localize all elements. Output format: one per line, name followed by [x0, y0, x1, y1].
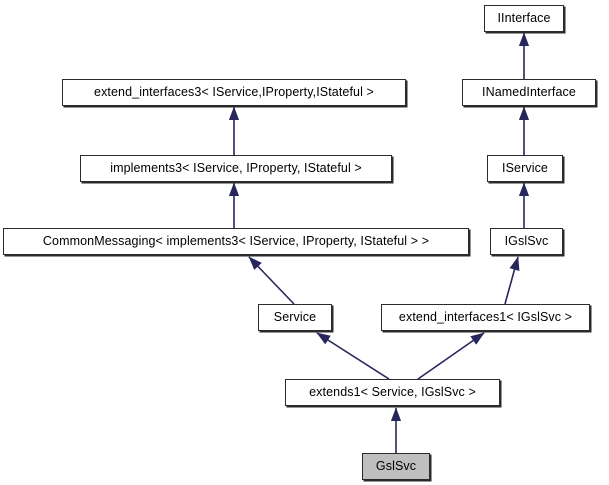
class-node-label: extend_interfaces3< IService,IProperty,I… [94, 85, 374, 100]
class-node-label: implements3< IService, IProperty, IState… [110, 161, 362, 176]
class-node-implements3[interactable]: implements3< IService, IProperty, IState… [80, 155, 392, 182]
class-node-label: IGslSvc [504, 234, 549, 249]
class-node-label: Service [273, 310, 317, 325]
class-node-label: CommonMessaging< implements3< IService, … [42, 234, 430, 249]
class-node-inamedinterface[interactable]: INamedInterface [462, 79, 596, 106]
class-node-label: GslSvc [375, 459, 417, 474]
class-node-label: IInterface [497, 11, 551, 26]
class-node-label: extend_interfaces1< IGslSvc > [398, 310, 573, 325]
inheritance-arrow-extends1-to-extend_interfaces1 [417, 332, 485, 380]
inheritance-arrow-extends1-to-service [316, 332, 390, 380]
class-node-iinterface[interactable]: IInterface [484, 5, 564, 32]
class-node-commonmessaging[interactable]: CommonMessaging< implements3< IService, … [3, 228, 469, 255]
class-node-extends1[interactable]: extends1< Service, IGslSvc > [285, 379, 500, 406]
class-node-iservice[interactable]: IService [487, 155, 563, 182]
class-node-label: IService [502, 161, 548, 176]
class-node-service[interactable]: Service [258, 304, 332, 331]
class-node-label: extends1< Service, IGslSvc > [309, 385, 476, 400]
class-node-igslsvc[interactable]: IGslSvc [490, 228, 563, 255]
class-node-gslsvc[interactable]: GslSvc [362, 453, 430, 480]
inheritance-arrow-service-to-commonmessaging [248, 256, 295, 305]
inheritance-arrow-extend_interfaces1-to-igslsvc [504, 256, 520, 305]
class-node-label: INamedInterface [482, 85, 576, 100]
class-node-extend_interfaces3[interactable]: extend_interfaces3< IService,IProperty,I… [62, 79, 406, 106]
class-node-extend_interfaces1[interactable]: extend_interfaces1< IGslSvc > [381, 304, 590, 331]
